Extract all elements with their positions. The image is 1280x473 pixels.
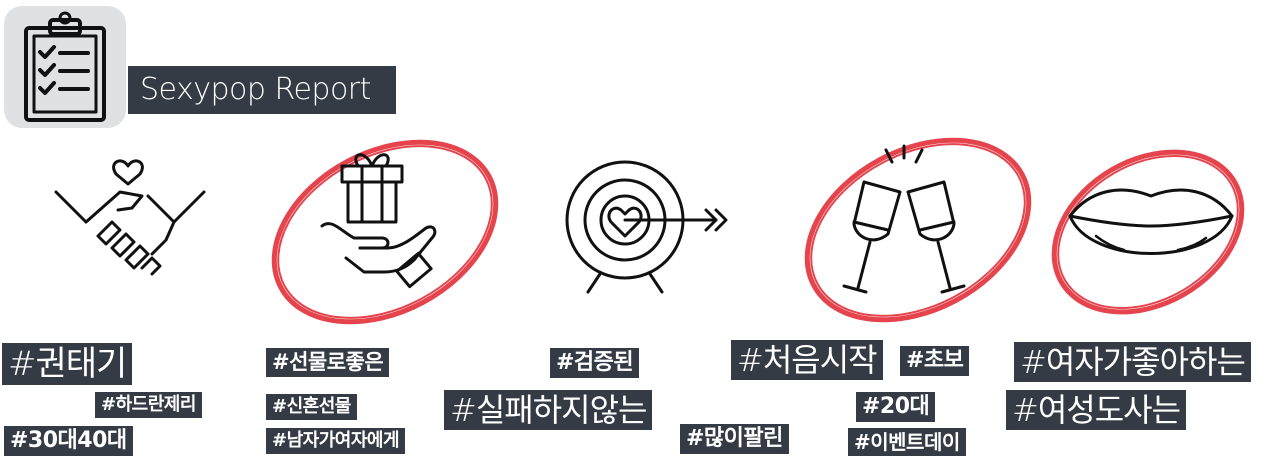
hashtag-first-start[interactable]: #처음시작 [731,340,883,380]
hashtag-event-day[interactable]: #이벤트데이 [848,428,966,456]
hashtag-30s-40s[interactable]: #30대40대 [4,426,133,456]
logo-badge [4,6,126,128]
toast-glasses-icon [842,144,966,294]
hashtag-no-fail[interactable]: #실패하지않는 [444,390,653,430]
hashtag-beginner[interactable]: #초보 [900,346,970,376]
hashtag-verified[interactable]: #검증된 [550,348,640,378]
hashtag-20s[interactable]: #20대 [856,392,936,422]
hashtag-good-as-gift[interactable]: #선물로좋은 [266,348,390,377]
hashtag-boredom[interactable]: #권태기 [2,343,133,385]
lips-icon [1068,188,1234,255]
clipboard-checklist-icon [24,11,106,122]
hashtag-best-selling[interactable]: #많이팔린 [680,424,789,454]
gift-hand-icon [320,153,437,289]
hashtag-man-to-woman[interactable]: #남자가여자에게 [266,428,406,454]
hashtag-wedding-gift[interactable]: #신혼선물 [266,394,357,420]
report-title: Sexypop Report [128,66,396,114]
hashtag-hard-lingerie[interactable]: #하드란제리 [95,392,202,418]
hashtag-women-buy-too[interactable]: #여성도사는 [1006,390,1187,430]
handshake-heart-icon [54,159,206,276]
heart-target-icon [565,160,728,294]
hashtag-women-like[interactable]: #여자가좋아하는 [1014,342,1251,382]
